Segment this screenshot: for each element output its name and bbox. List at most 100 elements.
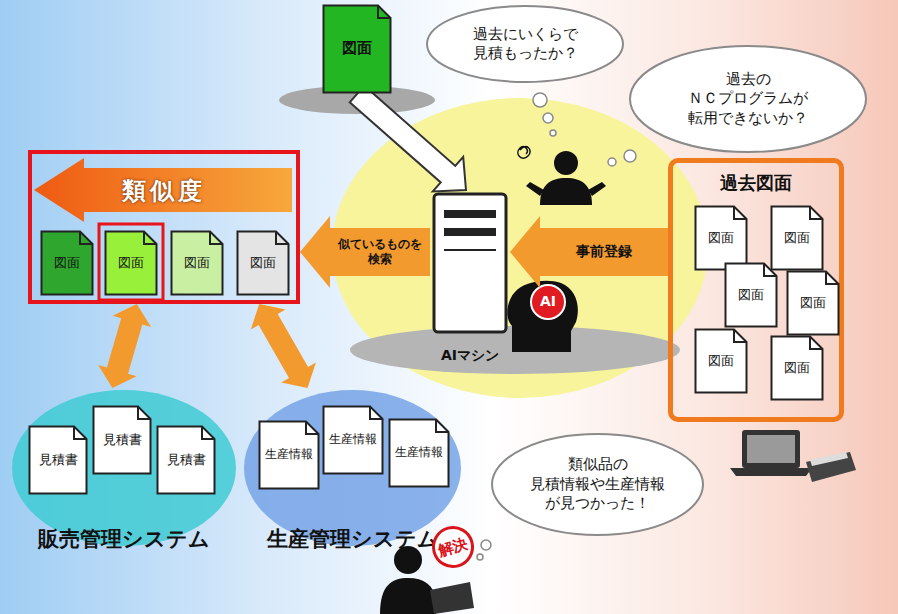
node-text: 過去図面 [720,171,792,194]
scribble [518,147,530,158]
node-text: 類似度 [122,176,206,207]
bubble-outline [427,6,623,82]
bubble-outline [492,434,703,535]
doc-outline [772,207,823,270]
node-text: 図面 [54,255,80,272]
doc-outline [30,427,87,494]
arrow-label: 似ているものを 検索 [335,237,425,267]
server-slot [444,228,496,236]
block-arrow [350,86,466,192]
doc-fold [138,407,151,420]
node-text: 販売管理システム [38,526,210,553]
doc-fold [202,427,215,440]
block-arrow [510,216,668,288]
server-body [434,194,506,332]
doc-outline [324,6,391,93]
doc-fold [306,422,319,435]
doc-fold [436,420,449,433]
node-text: AIマシン [441,346,499,364]
doc-outline [390,420,449,487]
node-text: 生産情報 [395,445,443,461]
doc-fold [74,427,87,440]
doc-fold [734,207,747,220]
doc-fold [370,407,383,420]
doc-fold [734,330,747,343]
drawing-doc: 生産情報 [322,405,384,475]
drawing-doc: 見積書 [156,425,216,495]
block-arrow [251,304,316,388]
node-text: 過去にいくらで 見積もったか？ [463,25,588,64]
similarity-box: 類似度図面 図面 図面 図面 [28,150,300,304]
ai-badge [531,285,565,319]
doc-outline [772,337,823,400]
doc-fold [378,6,391,19]
node-text: 生産情報 [329,432,377,448]
node-text: 生産管理システム [267,526,439,553]
doc-outline [106,232,157,295]
block-arrow [98,304,151,388]
doc-outline [260,422,319,489]
drawing-doc: 見積書 [28,425,88,495]
thought-bubble: 類似品の 見積情報や生産情報 が見つかった！ [490,432,705,537]
drawing-doc: 図面 [770,335,824,401]
drawing-doc: 図面 [170,230,224,296]
drawing-doc: 図面 [724,262,778,328]
doc-outline [324,407,383,474]
drawing-doc: 図面 [694,328,748,394]
node-text: 見積書 [39,452,78,469]
ai-badge-text: AI [530,293,566,310]
drawing-doc: 図面 [40,230,94,296]
doc-outline [158,427,215,494]
doc-fold [810,207,823,220]
drawing-doc: 見積書 [92,405,152,475]
ai-server: AIマシン [430,190,510,368]
node-text: 図面 [118,255,144,272]
doc-outline [172,232,223,295]
doc-outline [238,232,289,295]
doc-fold [826,272,839,285]
input-drawing: 図面 [322,4,392,94]
node-text: 図面 [784,230,810,247]
node-text: 見積書 [103,432,142,449]
doc-outline [696,207,747,270]
node-text: 図面 [784,360,810,377]
system-ellipse [12,390,236,546]
yellow-circle [332,98,708,398]
node-text: 図面 [342,39,372,59]
drawing-doc: 図面 [694,205,748,271]
drawing-doc: 図面 [786,270,840,336]
node-text: 図面 [708,353,734,370]
thought-bubble: 過去の ＮＣプログラムが 転用できないか？ [628,44,868,154]
drawing-doc: 図面 [104,230,158,296]
past-drawings-box: 過去図面図面図面図面図面図面図面 [668,158,844,422]
similarity-arrow [34,158,292,222]
doc-fold [80,232,93,245]
sales-system: 販売管理システム見積書見積書見積書 [8,388,240,553]
node-text: 図面 [184,255,210,272]
doc-fold [144,232,157,245]
node-text: 見積書 [167,452,206,469]
thought-bubble: 過去にいくらで 見積もったか？ [425,4,625,84]
node-text: 図面 [708,230,734,247]
server-slot [444,210,496,218]
node-text: 過去の ＮＣプログラムが 転用できないか？ [673,70,823,129]
doc-fold [276,232,289,245]
drawing-doc: 図面 [236,230,290,296]
doc-outline [726,264,777,327]
drawing-doc: 生産情報 [258,420,320,490]
drawing-doc: 図面 [770,205,824,271]
server-shape [430,190,510,368]
doc-outline [42,232,93,295]
ai-head [507,281,578,352]
node-text: 図面 [250,255,276,272]
block-arrow [300,216,430,288]
doc-fold [764,264,777,277]
doc-outline [94,407,151,474]
pc-scanner [730,430,856,482]
node-text: 類似品の 見積情報や生産情報 が見つかった！ [523,455,673,514]
node-text: 生産情報 [265,447,313,463]
node-text: 図面 [800,295,826,312]
doc-outline [788,272,839,335]
